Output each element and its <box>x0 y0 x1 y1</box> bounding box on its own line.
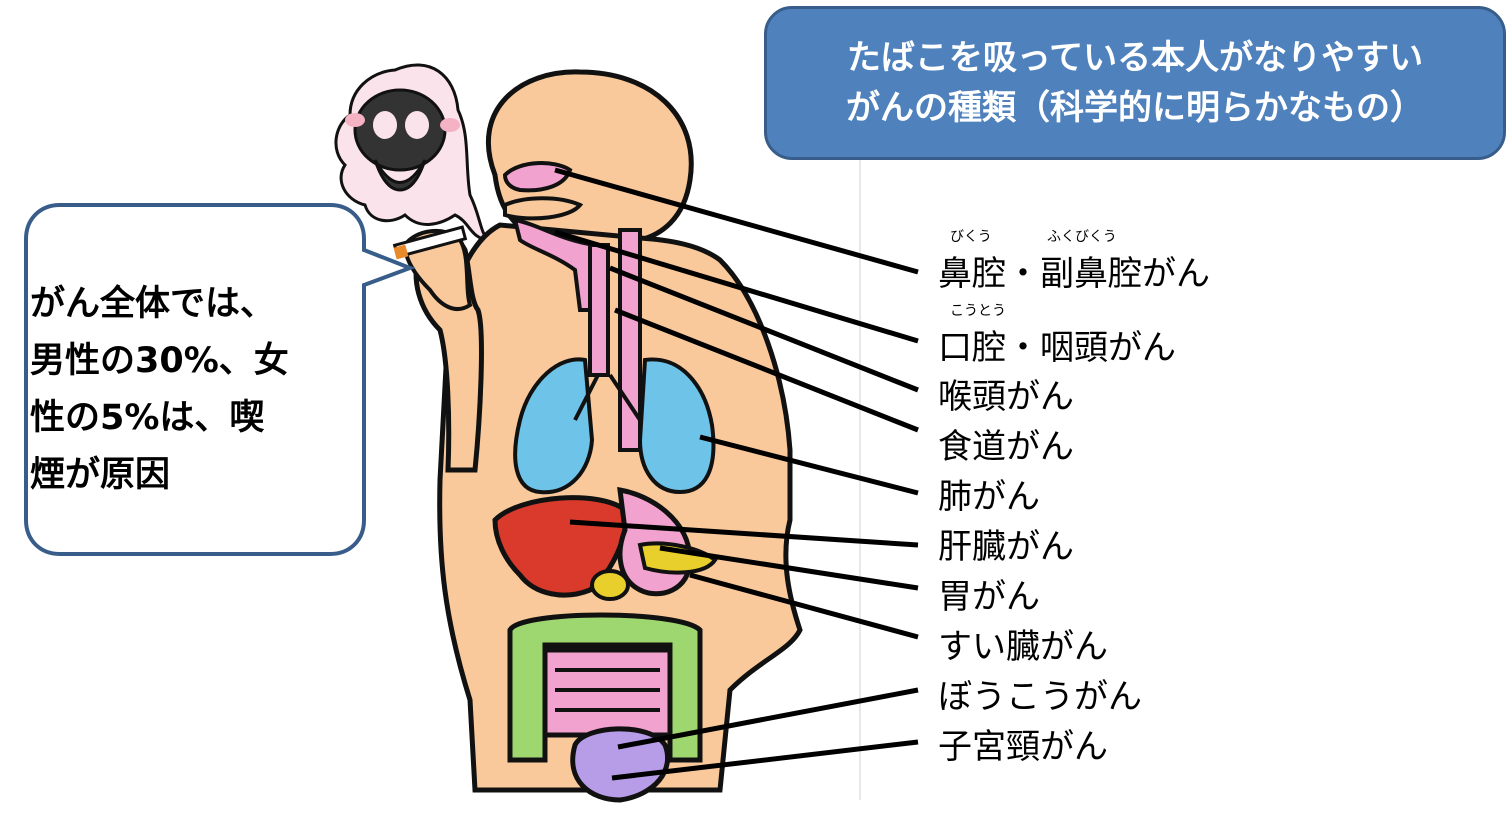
title-box: たばこを吸っている本人がなりやすい がんの種類（科学的に明らかなもの） <box>764 6 1506 160</box>
label-larynx-cancer: 喉頭がん <box>938 377 1074 417</box>
label-liver-cancer: 肝臓がん <box>938 527 1074 567</box>
speech-bubble <box>24 203 416 556</box>
label-oral-pharynx-cancer: 口腔・咽頭がん <box>938 328 1176 368</box>
smoke-skull-icon <box>334 63 493 242</box>
bubble-line: 性の5%は、喫 <box>30 398 265 438</box>
label-nasal-cancer: 鼻腔・副鼻腔がん <box>938 254 1210 294</box>
title-line-1: たばこを吸っている本人がなりやすい <box>846 38 1424 78</box>
leader-line-larynx <box>609 265 919 393</box>
bubble-line: がん全体では、 <box>30 284 276 324</box>
body-figure <box>392 69 803 803</box>
bubble-line: 煙が原因 <box>30 455 171 495</box>
label-esophagus-cancer: 食道がん <box>938 427 1074 467</box>
leader-line-bladder <box>617 687 919 750</box>
leader-lines <box>554 167 919 781</box>
label-bladder-cancer: ぼうこうがん <box>938 677 1142 717</box>
ruby-nasal: びくう <box>950 229 992 245</box>
bubble-line: 男性の30%、女 <box>30 341 289 381</box>
label-pancreas-cancer: すい臓がん <box>938 627 1108 667</box>
leader-line-nasal <box>554 167 919 275</box>
ruby-pharynx: こうとう <box>950 303 1006 319</box>
label-lung-cancer: 肺がん <box>938 477 1040 517</box>
leader-line-oral <box>554 229 919 344</box>
label-stomach-cancer: 胃がん <box>938 577 1040 617</box>
leader-line-pancreas <box>689 572 919 640</box>
leader-line-stomach <box>659 545 919 591</box>
label-cervical-cancer: 子宮頸がん <box>938 727 1108 767</box>
bubble-text: がん全体では、 男性の30%、女 性の5%は、喫 煙が原因 <box>30 276 360 504</box>
leader-line-esophagus <box>614 307 919 433</box>
leader-line-lung <box>699 434 919 496</box>
title-line-2: がんの種類（科学的に明らかなもの） <box>846 88 1424 128</box>
ruby-paranasal: ふくびくう <box>1047 229 1117 245</box>
leader-line-liver <box>569 519 919 548</box>
leader-line-cervix <box>611 739 919 781</box>
